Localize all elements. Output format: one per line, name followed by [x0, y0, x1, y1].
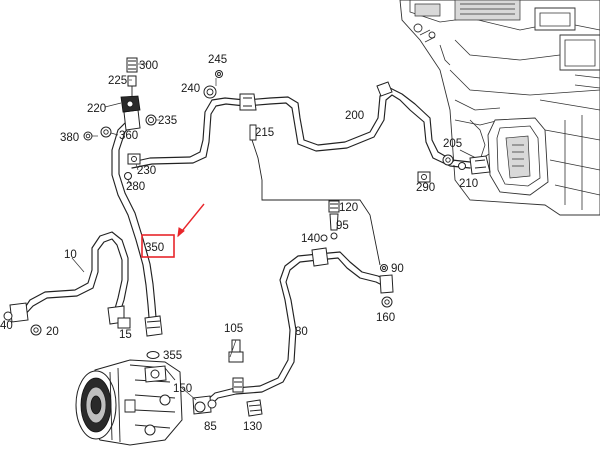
callout-380: 380: [60, 132, 79, 144]
callout-220: 220: [87, 103, 106, 115]
hvac-housing: [399, 0, 600, 216]
sensor-line: [249, 124, 381, 266]
callout-210: 210: [459, 178, 478, 190]
callout-280: 280: [126, 181, 145, 193]
callout-300: 300: [139, 60, 158, 72]
callout-10: 10: [64, 249, 77, 261]
callout-105: 105: [224, 323, 243, 335]
callout-labels: 300 225 220 235 380 360 230 280 245 240 …: [0, 54, 478, 433]
leader-lines: [71, 63, 237, 401]
callout-140: 140: [301, 233, 320, 245]
callout-200: 200: [345, 110, 364, 122]
callout-360: 360: [119, 130, 138, 142]
callout-215: 215: [255, 127, 274, 139]
callout-150: 150: [173, 383, 192, 395]
callout-225: 225: [108, 75, 127, 87]
compressor: [75, 359, 183, 446]
pipe-200: [131, 81, 491, 175]
callout-355: 355: [163, 350, 182, 362]
callout-245: 245: [208, 54, 227, 66]
callout-95: 95: [336, 220, 349, 232]
callout-120: 120: [339, 202, 358, 214]
callout-350: 350: [145, 242, 164, 254]
highlight-350: [141, 203, 205, 258]
callout-240: 240: [181, 83, 200, 95]
pipe-350: [111, 109, 163, 337]
callout-205: 205: [443, 138, 462, 150]
pipe-10: [9, 231, 129, 325]
callout-20: 20: [46, 326, 59, 338]
callout-80: 80: [295, 326, 308, 338]
callout-90: 90: [391, 263, 404, 275]
callout-85: 85: [204, 421, 217, 433]
callout-130: 130: [243, 421, 262, 433]
callout-160: 160: [376, 312, 395, 324]
callout-230: 230: [137, 165, 156, 177]
callout-40: 40: [0, 320, 13, 332]
callout-15: 15: [119, 329, 132, 341]
callout-290: 290: [416, 182, 435, 194]
callout-235: 235: [158, 115, 177, 127]
pipe-80: [192, 247, 394, 415]
small-parts: [3, 57, 466, 417]
